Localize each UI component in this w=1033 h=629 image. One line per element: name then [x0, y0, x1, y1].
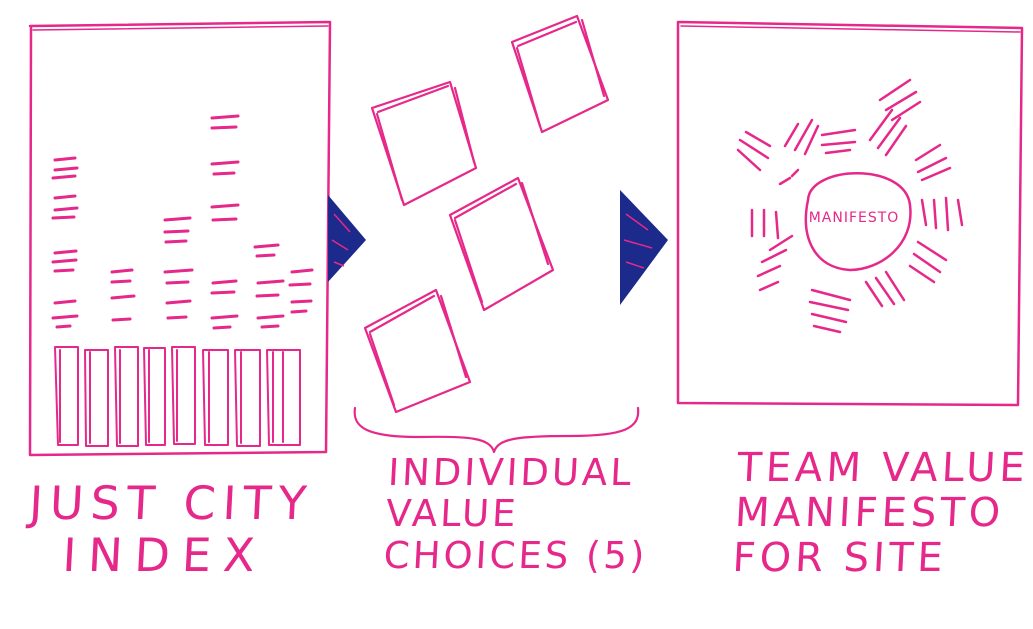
value-squares [363, 14, 610, 414]
arrow-1-icon [328, 195, 366, 282]
label-line: INDEX [61, 527, 269, 582]
value-square-1 [370, 80, 478, 207]
curly-brace [353, 406, 640, 454]
label-line: JUST CITY [27, 476, 315, 530]
manifesto-center-label: MANIFESTO [808, 210, 900, 226]
just-city-index-label: JUST CITY INDEX [25, 476, 315, 582]
label-line: TEAM VALUE [736, 445, 1030, 491]
label-line: FOR SITE [731, 534, 948, 581]
manifesto-radiating-marks [736, 78, 964, 334]
label-line: INDIVIDUAL [387, 451, 636, 494]
individual-value-choices-label: INDIVIDUAL VALUE CHOICES (5) [382, 451, 653, 577]
label-line: MANIFESTO [733, 489, 1006, 536]
value-square-2 [510, 14, 610, 134]
index-bars [54, 346, 301, 447]
label-line: VALUE [384, 492, 520, 536]
team-value-manifesto-label: TEAM VALUE MANIFESTO FOR SITE [731, 445, 1030, 581]
index-panel [28, 20, 332, 457]
index-dashes [51, 114, 314, 330]
value-square-4 [363, 288, 472, 414]
arrow-2-icon [620, 190, 668, 305]
manifesto-panel [676, 20, 1024, 407]
value-square-3 [448, 176, 555, 312]
label-line: CHOICES (5) [382, 533, 649, 577]
